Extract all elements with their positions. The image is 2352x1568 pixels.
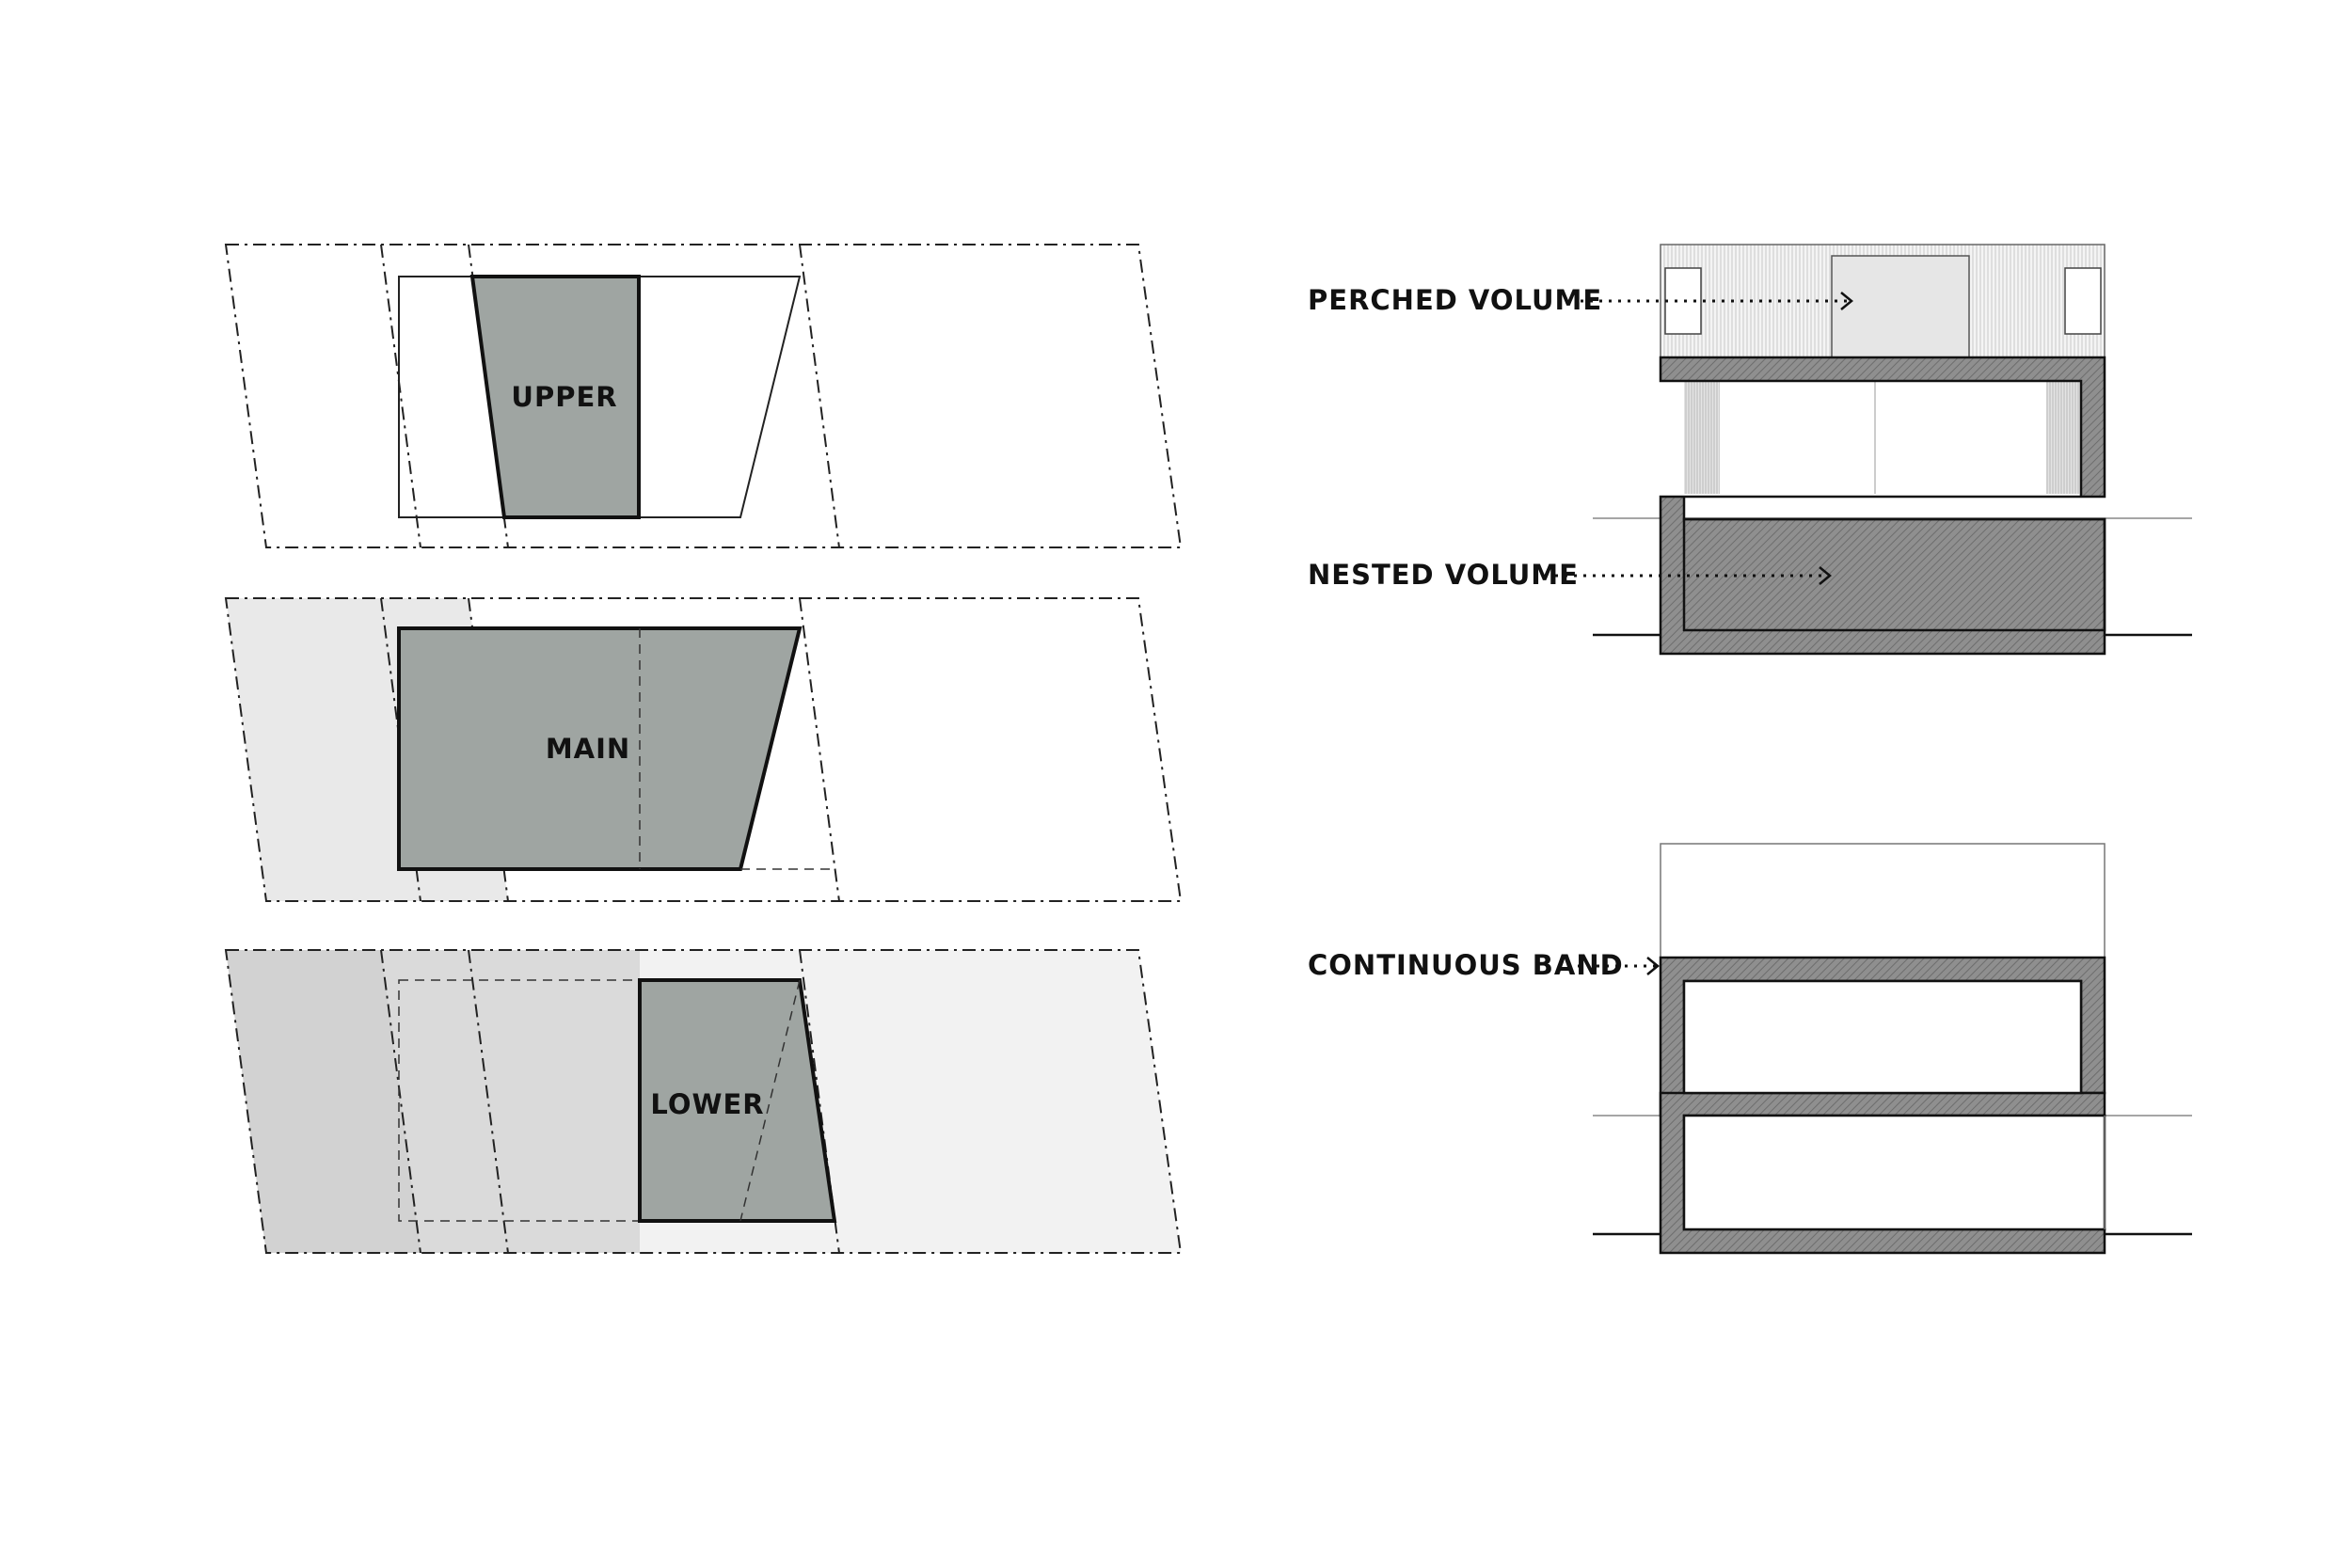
- lower-label: LOWER: [650, 1088, 764, 1120]
- perched-volume-label: PERCHED VOLUME: [1308, 284, 1602, 316]
- lower-plan: LOWER: [224, 949, 1183, 1254]
- upper-grid-line: [799, 244, 840, 548]
- upper-grid-line: [380, 244, 421, 548]
- section-perched-nested: PERCHED VOLUME NESTED VOLUME: [1308, 244, 2192, 656]
- perched-volume-block: [1831, 255, 1970, 358]
- upper-volume: [469, 275, 641, 519]
- main-site-outline: [224, 597, 1183, 902]
- lower-grid-line: [468, 949, 509, 1254]
- nested-volume-label: NESTED VOLUME: [1308, 559, 1579, 591]
- lower-site-outline: [224, 949, 1183, 1254]
- upper-site-outline: [224, 244, 1183, 548]
- lower-volume: [638, 978, 837, 1223]
- upper-label: UPPER: [511, 381, 617, 413]
- main-plan: MAIN: [224, 597, 1183, 902]
- main-grid-line: [799, 597, 840, 902]
- upper-room-wall-shading: [2046, 381, 2082, 494]
- perched-window-right: [2064, 267, 2102, 335]
- lower-dashed-diagonal: [739, 979, 801, 1222]
- upper-room-wall-shading: [1684, 381, 1720, 494]
- section-band-wall: [1659, 356, 2106, 656]
- main-label: MAIN: [546, 733, 630, 765]
- upper-main-outline: [398, 276, 802, 518]
- lower-shaded-zone: [226, 950, 421, 1253]
- upper-plan: UPPER: [224, 244, 1183, 548]
- section-continuous-band: CONTINUOUS BAND: [1308, 843, 2192, 1255]
- lower-grid-line: [380, 949, 421, 1254]
- continuous-band-label: CONTINUOUS BAND: [1308, 949, 1624, 981]
